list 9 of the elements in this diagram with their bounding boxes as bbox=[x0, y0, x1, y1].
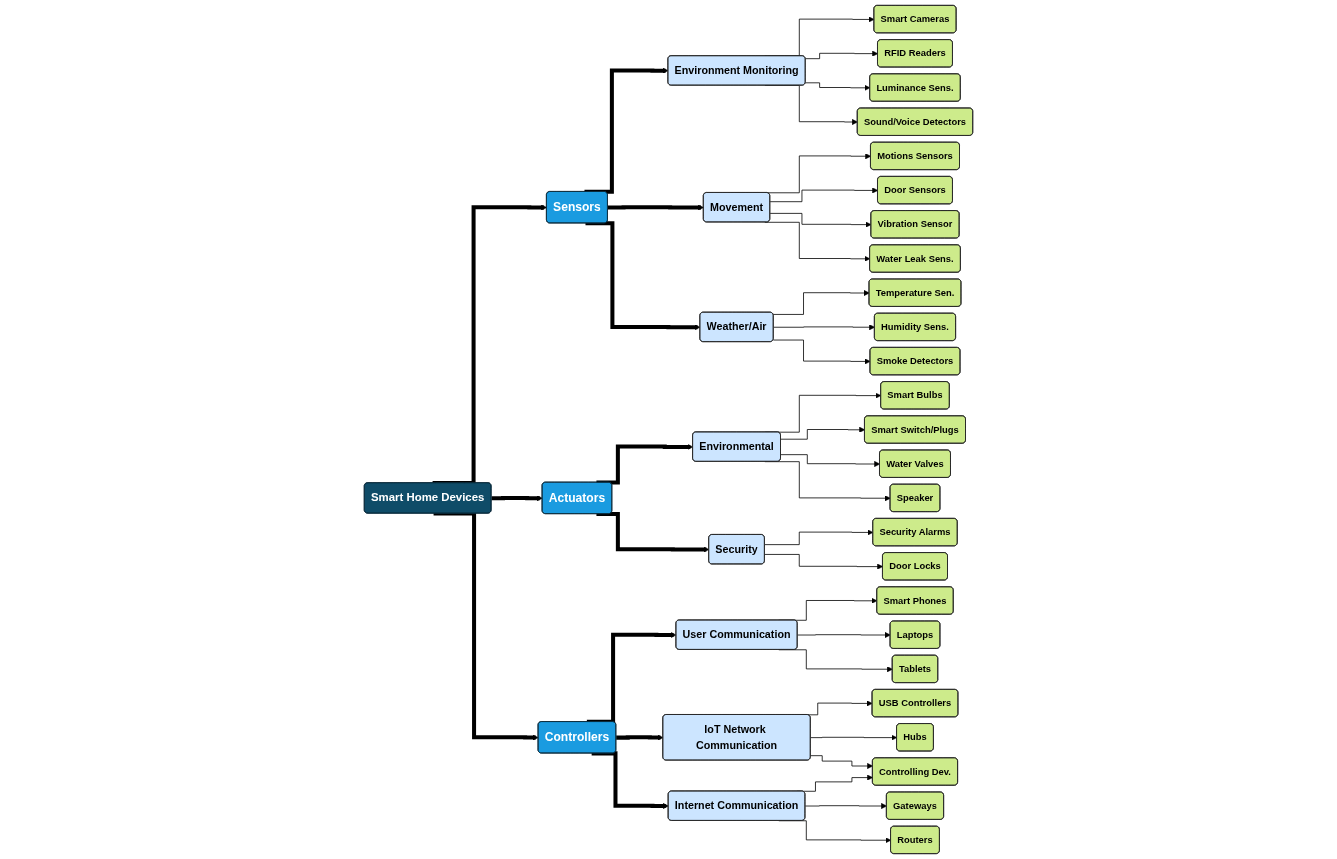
arrow bbox=[585, 221, 701, 331]
arrow bbox=[584, 67, 669, 194]
arrow bbox=[616, 734, 664, 741]
arrow bbox=[596, 512, 710, 553]
arrow bbox=[591, 751, 669, 809]
arrow bbox=[607, 204, 704, 211]
arrow bbox=[586, 632, 677, 724]
arrow bbox=[491, 495, 543, 502]
arrow bbox=[596, 443, 694, 485]
